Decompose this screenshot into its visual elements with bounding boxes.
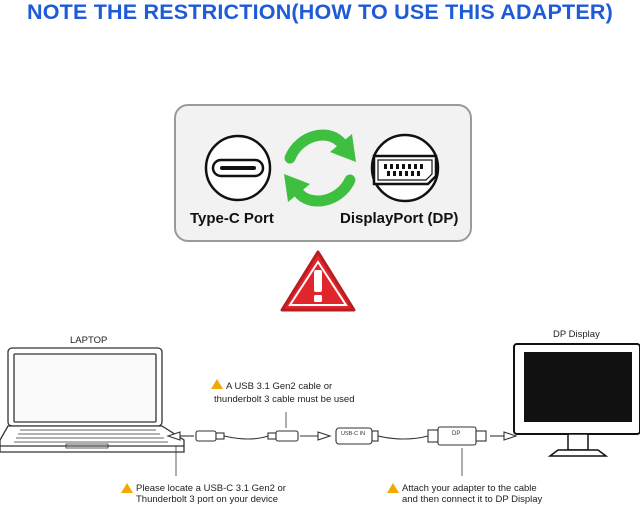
adapter-note-line-1: Attach your adapter to the cable	[402, 483, 537, 494]
laptop-label: LAPTOP	[70, 335, 108, 346]
cable-chain	[166, 412, 518, 476]
warning-triangle-icon	[280, 250, 356, 312]
swap-arrows-icon	[284, 129, 356, 207]
adapter-text: USB-C IN	[341, 431, 366, 437]
display-label: DP Display	[553, 329, 600, 340]
laptop-note-line-1: Please locate a USB-C 3.1 Gen2 or	[136, 483, 286, 494]
dp-plug-text: DP	[452, 431, 461, 437]
laptop-note-line-2: Thunderbolt 3 port on your device	[136, 494, 279, 505]
page-title: NOTE THE RESTRICTION(HOW TO USE THIS ADA…	[27, 0, 613, 24]
usb-c-port-icon	[204, 134, 272, 202]
monitor-illustration	[513, 343, 640, 457]
laptop-illustration	[0, 347, 185, 453]
cable-note-line-2: thunderbolt 3 cable must be used	[214, 394, 355, 405]
displayport-port-icon	[370, 133, 440, 203]
cable-note-line-1: A USB 3.1 Gen2 cable or	[226, 381, 333, 392]
type-c-port-label: Type-C Port	[190, 210, 274, 227]
small-warning-icon	[121, 379, 399, 493]
adapter-note-line-2: and then connect it to DP Display	[402, 494, 543, 505]
displayport-label: DisplayPort (DP)	[340, 210, 459, 227]
